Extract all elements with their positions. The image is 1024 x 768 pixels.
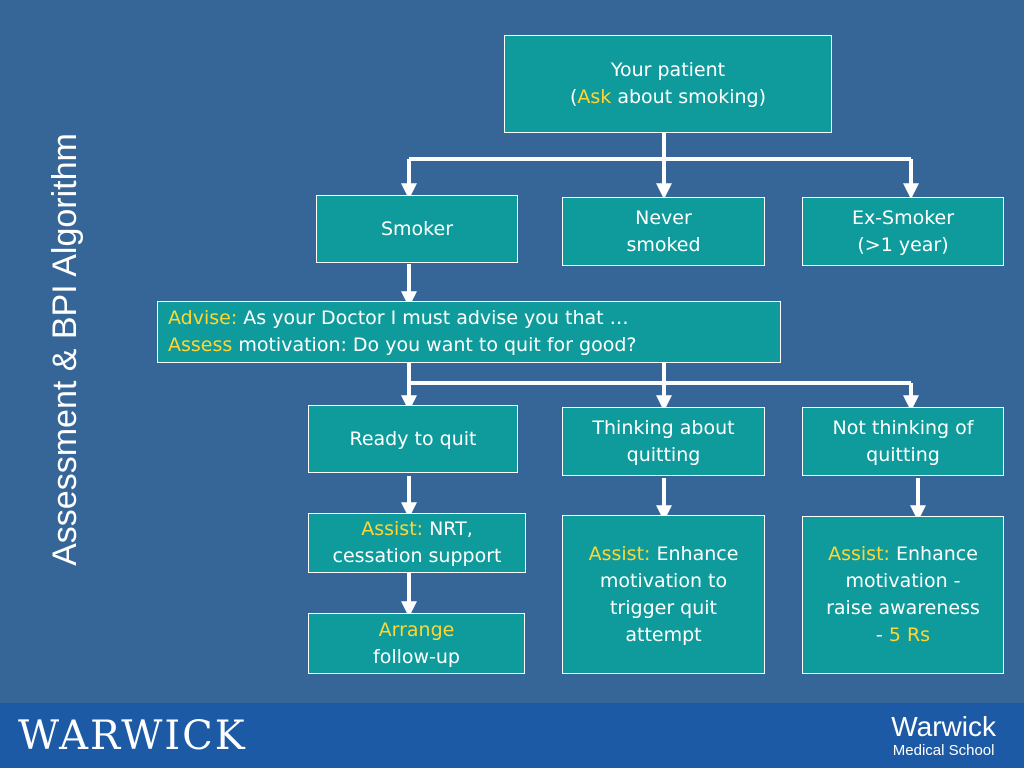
node-not-thinking-of-quitting: Not thinking of quitting (802, 407, 1004, 476)
assist-thinking-line4: attempt (625, 623, 702, 646)
assess-text: motivation: Do you want to quit for good… (232, 334, 637, 356)
notthinking-line1: Not thinking of (832, 416, 974, 439)
node-smoker: Smoker (316, 195, 518, 263)
advise-keyword: Advise: (168, 307, 238, 329)
assist-thinking-line3: trigger quit (609, 596, 718, 619)
node-thinking-about-quitting: Thinking about quitting (562, 407, 765, 476)
assist-ready-line2: cessation support (332, 545, 502, 567)
assist-not-text: Enhance (889, 543, 978, 565)
arrange-keyword: Arrange (378, 618, 455, 641)
arrange-line2: follow-up (373, 645, 460, 668)
advise-text: As your Doctor I must advise you that … (237, 307, 629, 329)
ex-line2: (>1 year) (857, 233, 949, 256)
assist-not-keyword: Assist: (828, 543, 890, 565)
patient-line1: Your patient (610, 59, 726, 81)
patient-ask-text: about smoking) (611, 86, 767, 108)
medical-school-logo-line2: Medical School (892, 742, 995, 759)
assist-thinking-line2: motivation to (599, 569, 728, 592)
node-your-patient: Your patient (Ask about smoking) (504, 35, 832, 133)
patient-ask-keyword: Ask (577, 86, 612, 108)
patient-paren: ( (569, 86, 578, 108)
assist-not-line3: raise awareness (826, 597, 980, 619)
never-line1: Never (635, 206, 692, 229)
assist-ready-keyword: Assist: (361, 518, 424, 540)
ready-label: Ready to quit (349, 427, 477, 450)
node-never-smoked: Never smoked (562, 197, 765, 266)
assist-not-5rs-keyword: 5 Rs (888, 624, 931, 646)
notthinking-line2: quitting (866, 443, 940, 466)
medical-school-logo: Warwick Medical School (891, 712, 996, 760)
medical-school-logo-line1: Warwick (891, 711, 996, 742)
thinking-line2: quitting (626, 443, 701, 466)
never-line2: smoked (626, 233, 701, 256)
ex-line1: Ex-Smoker (851, 206, 955, 229)
warwick-logo: WARWICK (18, 713, 247, 759)
assist-not-line2: motivation - (845, 570, 961, 592)
node-advise-assess: Advise: As your Doctor I must advise you… (157, 301, 781, 363)
assess-keyword: Assess (168, 334, 233, 356)
connector-arrows (401, 132, 926, 618)
thinking-line1: Thinking about (592, 416, 735, 439)
node-assist-nrt: Assist: NRT, cessation support (308, 513, 526, 573)
assist-thinking-text: Enhance (650, 542, 739, 565)
assist-thinking-keyword: Assist: (588, 542, 651, 565)
node-assist-thinking: Assist: Enhance motivation to trigger qu… (562, 515, 765, 674)
smoker-label: Smoker (380, 217, 454, 240)
assist-not-line4-prefix: - (875, 624, 889, 646)
node-ex-smoker: Ex-Smoker (>1 year) (802, 197, 1004, 266)
slide-background: Assessment & BPI Algorithm Your pa (45, 35, 1004, 674)
footer-bar: WARWICK Warwick Medical School (0, 703, 1024, 768)
node-assist-not-thinking: Assist: Enhance motivation - raise aware… (802, 516, 1004, 674)
node-ready-to-quit: Ready to quit (308, 405, 518, 473)
assist-ready-text: NRT, (423, 518, 473, 540)
node-arrange-follow-up: Arrange follow-up (308, 613, 525, 674)
